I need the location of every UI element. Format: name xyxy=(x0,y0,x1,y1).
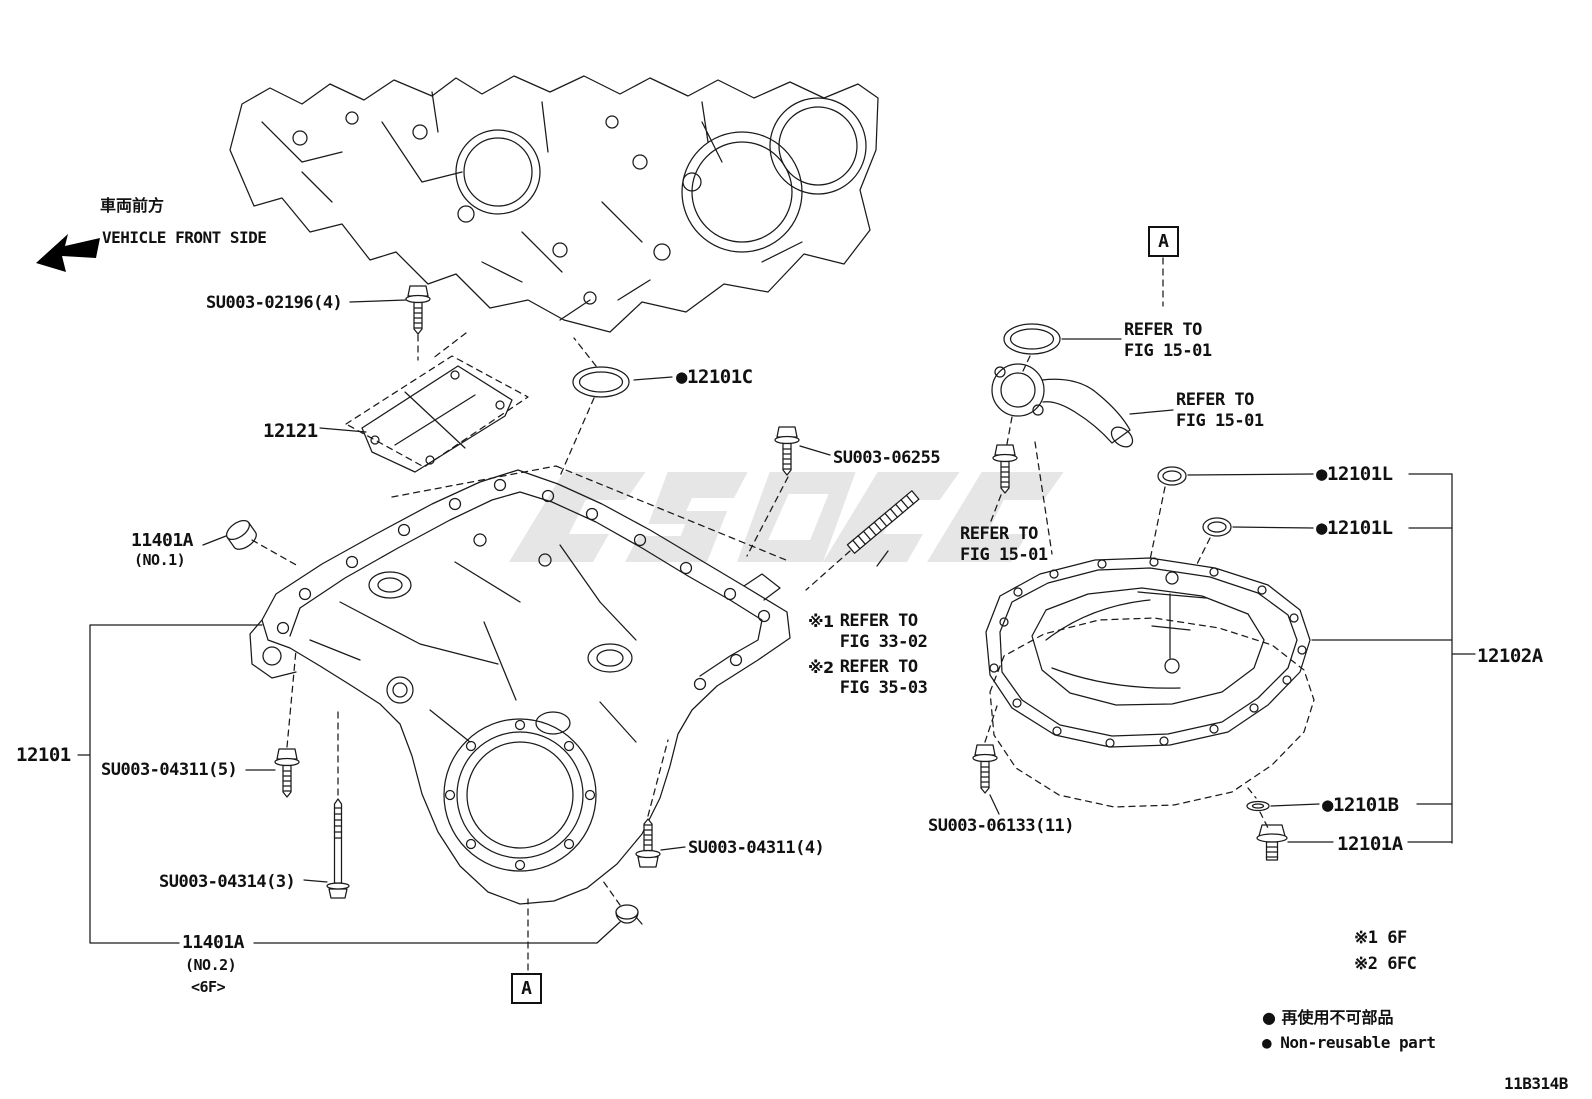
callout-su003-04311-4: SU003-04311(4) xyxy=(688,838,825,858)
vehicle-front-label-jp: 車両前方 xyxy=(100,196,165,215)
baffle-plate-art xyxy=(345,355,529,473)
refer-fig-35-03-row: ※2 REFER TO FIG 35-03 xyxy=(808,656,928,698)
legend-non-reusable-en: ● Non-reusable part xyxy=(1262,1033,1436,1052)
bolt-su003-06255-icon xyxy=(774,426,800,476)
footnote-6f: ※1 6F xyxy=(1354,928,1407,948)
gasket-12101b-icon xyxy=(1246,800,1270,812)
callout-11401a-no2-qualifier: (NO.2) xyxy=(185,956,237,974)
bolt-su003-04311-4-icon xyxy=(635,818,661,868)
bolt-su003-06133-icon xyxy=(972,744,998,794)
vehicle-front-label-en: VEHICLE FRONT SIDE xyxy=(102,228,267,247)
detail-marker-a-bottom: A xyxy=(511,973,542,1004)
callout-11401a-no2: 11401A xyxy=(182,932,245,953)
lower-oil-pan-art xyxy=(985,557,1315,808)
projection-lines xyxy=(251,257,1269,971)
ref-mark-1: ※1 xyxy=(808,612,834,632)
callout-su003-06255: SU003-06255 xyxy=(833,448,941,468)
legend-non-reusable-jp: ● 再使用不可部品 xyxy=(1262,1008,1394,1027)
callout-refer-fig15-top: REFER TO FIG 15-01 xyxy=(1124,320,1212,361)
callout-refer-fig15-right: REFER TO FIG 15-01 xyxy=(1176,390,1264,431)
cup-plug-11401a-no2-icon xyxy=(615,904,643,925)
callout-12121: 12121 xyxy=(263,420,318,442)
refer-fig-33-02-text: REFER TO FIG 33-02 xyxy=(839,611,928,653)
bolt-su003-04311-5-icon xyxy=(274,748,300,798)
callout-su003-02196: SU003-02196(4) xyxy=(206,293,343,313)
callout-12101a: 12101A xyxy=(1337,833,1403,855)
refer-fig-33-02-row: ※1 REFER TO FIG 33-02 xyxy=(808,611,928,653)
callout-11401a-no1: 11401A xyxy=(131,530,194,551)
callout-11401a-no2-6f: <6F> xyxy=(191,978,226,996)
callout-refer-fig15-center: REFER TO FIG 15-01 xyxy=(960,524,1048,565)
callout-refer-group: ※1 REFER TO FIG 33-02 ※2 REFER TO FIG 35… xyxy=(808,570,928,740)
oring-12101l-2-icon xyxy=(1202,517,1232,537)
callout-12101l-2: ●12101L xyxy=(1316,517,1393,539)
drain-plug-12101a-icon xyxy=(1256,824,1288,861)
vehicle-front-arrow-icon xyxy=(36,234,100,272)
cup-plug-11401a-no1-icon xyxy=(225,519,257,550)
upper-oil-pan-art xyxy=(249,469,791,905)
callout-12101b: ●12101B xyxy=(1322,794,1399,816)
oil-strainer-art xyxy=(991,363,1134,448)
detail-marker-a-top: A xyxy=(1148,226,1179,257)
callout-12101l-1: ●12101L xyxy=(1316,463,1393,485)
callout-su003-04311-5: SU003-04311(5) xyxy=(101,760,238,780)
oring-12101c-icon xyxy=(572,366,630,398)
refer-fig-35-03-text: REFER TO FIG 35-03 xyxy=(839,656,928,698)
bolt-su003-04314-icon xyxy=(326,798,350,899)
callout-12101: 12101 xyxy=(16,744,71,766)
engine-block-art xyxy=(229,75,879,333)
callout-12102a: 12102A xyxy=(1477,645,1543,667)
drawing-code: 11B314B xyxy=(1504,1074,1568,1093)
oring-fig15-icon xyxy=(1003,323,1061,355)
bolt-su003-02196-icon xyxy=(405,285,431,335)
callout-su003-04314-3: SU003-04314(3) xyxy=(159,872,296,892)
leader-lines xyxy=(77,299,1476,944)
callout-12101c: ●12101C xyxy=(676,366,753,388)
callout-su003-06133: SU003-06133(11) xyxy=(928,816,1075,836)
ref-mark-2: ※2 xyxy=(808,657,834,677)
oring-12101l-1-icon xyxy=(1157,466,1187,486)
stud-bolt-icon xyxy=(846,490,920,554)
footnote-6fc: ※2 6FC xyxy=(1354,954,1417,974)
callout-11401a-no1-qualifier: (NO.1) xyxy=(134,551,186,569)
